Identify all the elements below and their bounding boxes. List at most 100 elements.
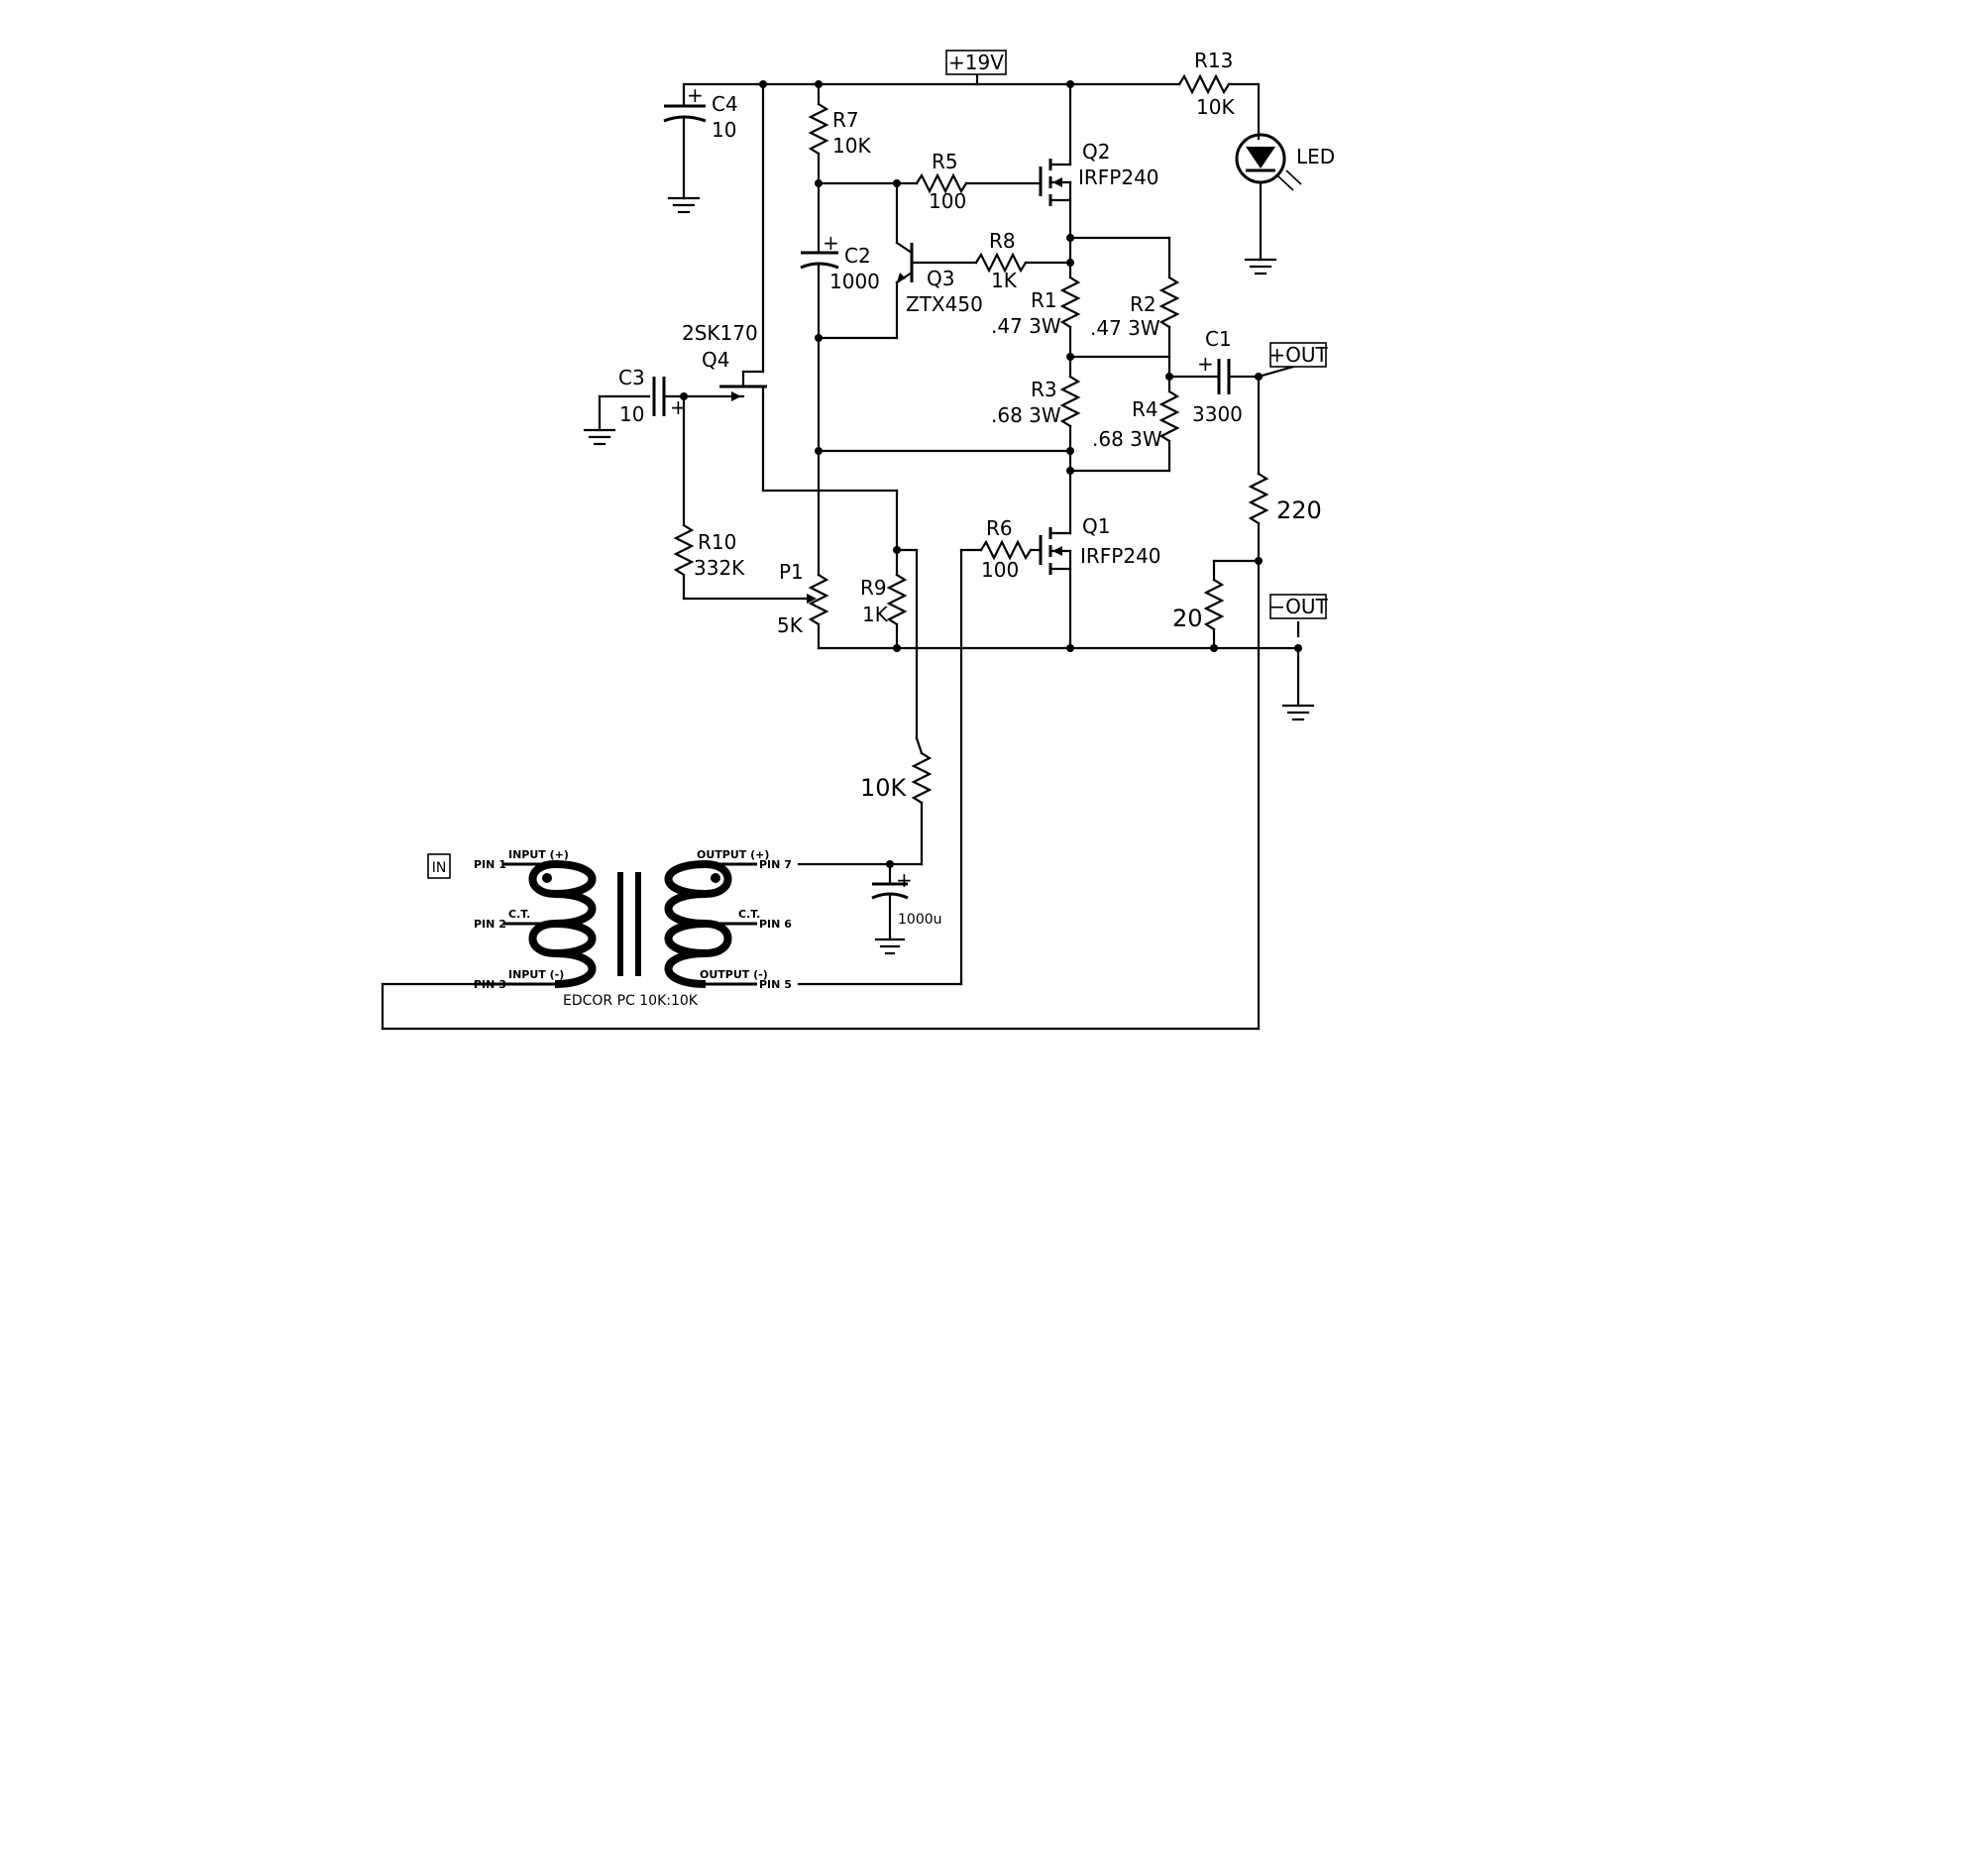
svg-text:Q3: Q3	[927, 267, 954, 290]
svg-text:R4: R4	[1132, 397, 1158, 421]
svg-text:+: +	[670, 395, 687, 419]
resistor-r3: R3 .68 3W	[991, 355, 1081, 473]
svg-text:100: 100	[981, 558, 1019, 582]
svg-text:5K: 5K	[777, 613, 804, 637]
resistor-r2: R2 .47 3W	[1090, 276, 1180, 359]
resistor-r5: R5 100	[895, 150, 1043, 213]
svg-text:C.T.: C.T.	[508, 908, 530, 921]
svg-text:INPUT (+): INPUT (+)	[508, 848, 569, 861]
svg-text:ZTX450: ZTX450	[906, 292, 983, 316]
svg-text:R5: R5	[932, 150, 958, 173]
svg-text:R10: R10	[698, 530, 736, 554]
svg-text:1000u: 1000u	[898, 912, 942, 928]
resistor-r8: R8 1K	[974, 229, 1072, 292]
mosfet-q2: Q2 IRFP240	[1039, 82, 1159, 240]
svg-text:.68 3W: .68 3W	[1092, 427, 1162, 451]
svg-text:R7: R7	[832, 108, 859, 132]
transistor-q3: Q3 ZTX450	[895, 181, 983, 340]
svg-text:3300: 3300	[1192, 402, 1243, 426]
pos-out-label: +OUT	[1268, 343, 1328, 367]
svg-text:R1: R1	[1031, 288, 1057, 312]
svg-text:PIN 3: PIN 3	[474, 978, 506, 991]
resistor-r9: R9 1K	[860, 489, 919, 740]
capacitor-1000u: + 1000u	[871, 862, 942, 955]
svg-text:Q1: Q1	[1082, 514, 1110, 538]
resistor-20: 20	[1172, 559, 1225, 650]
led: LED	[1235, 133, 1335, 276]
svg-text:1K: 1K	[862, 603, 889, 626]
potentiometer-p1[interactable]: P1 5K	[777, 336, 829, 650]
svg-text:PIN 2: PIN 2	[474, 918, 506, 931]
svg-text:+: +	[687, 83, 704, 107]
svg-text:PIN 7: PIN 7	[759, 858, 792, 871]
svg-text:R2: R2	[1130, 292, 1156, 316]
svg-text:R8: R8	[989, 229, 1016, 253]
resistor-r7: R7 10K	[808, 82, 871, 185]
svg-text:PIN 5: PIN 5	[759, 978, 792, 991]
svg-text:C1: C1	[1205, 327, 1232, 351]
resistor-r1: R1 .47 3W	[991, 276, 1081, 359]
svg-text:+: +	[896, 868, 913, 892]
svg-text:10K: 10K	[860, 774, 908, 802]
resistor-220: 220	[1248, 375, 1322, 1031]
resistor-r10: R10 332K	[673, 394, 813, 601]
capacitor-c4: + C4 10	[663, 82, 765, 214]
svg-text:P1: P1	[779, 560, 804, 584]
ground-rail	[817, 620, 1315, 721]
resistor-10k: 10K	[860, 736, 933, 866]
svg-text:OUTPUT (+): OUTPUT (+)	[697, 848, 769, 861]
svg-text:IRFP240: IRFP240	[1078, 166, 1159, 189]
svg-text:220: 220	[1276, 497, 1322, 524]
svg-text:C3: C3	[618, 366, 645, 389]
input-label: IN	[432, 860, 447, 876]
svg-text:C2: C2	[844, 244, 871, 268]
svg-text:OUTPUT (-): OUTPUT (-)	[700, 968, 768, 981]
svg-text:100: 100	[929, 189, 966, 213]
resistor-r6: R6 100	[959, 516, 1043, 983]
input-terminal[interactable]	[427, 853, 451, 879]
supply-rail: +19V	[759, 50, 1074, 88]
svg-text:1K: 1K	[991, 269, 1018, 292]
capacitor-c1: + C1 3300	[1167, 327, 1261, 426]
svg-text:10K: 10K	[1196, 95, 1235, 119]
svg-text:.47 3W: .47 3W	[991, 314, 1061, 338]
mosfet-q1: Q1 IRFP240	[1039, 469, 1161, 650]
neg-out-terminal[interactable]	[1269, 594, 1327, 619]
svg-text:10K: 10K	[832, 134, 871, 158]
transformer-name: EDCOR PC 10K:10K	[563, 993, 699, 1009]
resistor-r13: R13 10K	[1068, 49, 1261, 141]
svg-text:10: 10	[712, 118, 736, 142]
svg-text:+: +	[1197, 352, 1214, 376]
svg-text:20: 20	[1172, 605, 1203, 632]
svg-text:R3: R3	[1031, 378, 1057, 401]
capacitor-c3: + C3 10	[583, 366, 687, 446]
neg-out-label: −OUT	[1268, 595, 1328, 618]
svg-text:+: +	[823, 231, 839, 255]
svg-text:R6: R6	[986, 516, 1013, 540]
transformer: IN PIN 1 PIN 2 PIN 3 INPUT (+) C.T. INPU…	[427, 848, 792, 1009]
svg-text:.68 3W: .68 3W	[991, 403, 1061, 427]
svg-text:C4: C4	[712, 92, 738, 116]
svg-text:.47 3W: .47 3W	[1090, 316, 1160, 340]
svg-text:R13: R13	[1194, 49, 1233, 72]
svg-text:1000: 1000	[829, 270, 880, 293]
supply-label: +19V	[948, 51, 1004, 74]
svg-text:IRFP240: IRFP240	[1080, 544, 1161, 568]
svg-text:Q2: Q2	[1082, 140, 1110, 164]
svg-text:332K: 332K	[694, 556, 745, 580]
jfet-q4: 2SK170 Q4	[682, 321, 899, 493]
svg-text:2SK170: 2SK170	[682, 321, 758, 345]
svg-text:10: 10	[619, 402, 644, 426]
svg-text:R9: R9	[860, 576, 887, 600]
svg-text:Q4: Q4	[702, 348, 729, 372]
svg-text:PIN 6: PIN 6	[759, 918, 792, 931]
capacitor-c2: + C2 1000	[800, 181, 880, 340]
svg-text:INPUT (-): INPUT (-)	[508, 968, 564, 981]
svg-text:PIN 1: PIN 1	[474, 858, 506, 871]
svg-text:C.T.: C.T.	[738, 908, 760, 921]
pos-out-terminal[interactable]	[1269, 342, 1327, 368]
resistor-r4: R4 .68 3W	[1092, 375, 1180, 473]
svg-text:LED: LED	[1296, 145, 1335, 168]
